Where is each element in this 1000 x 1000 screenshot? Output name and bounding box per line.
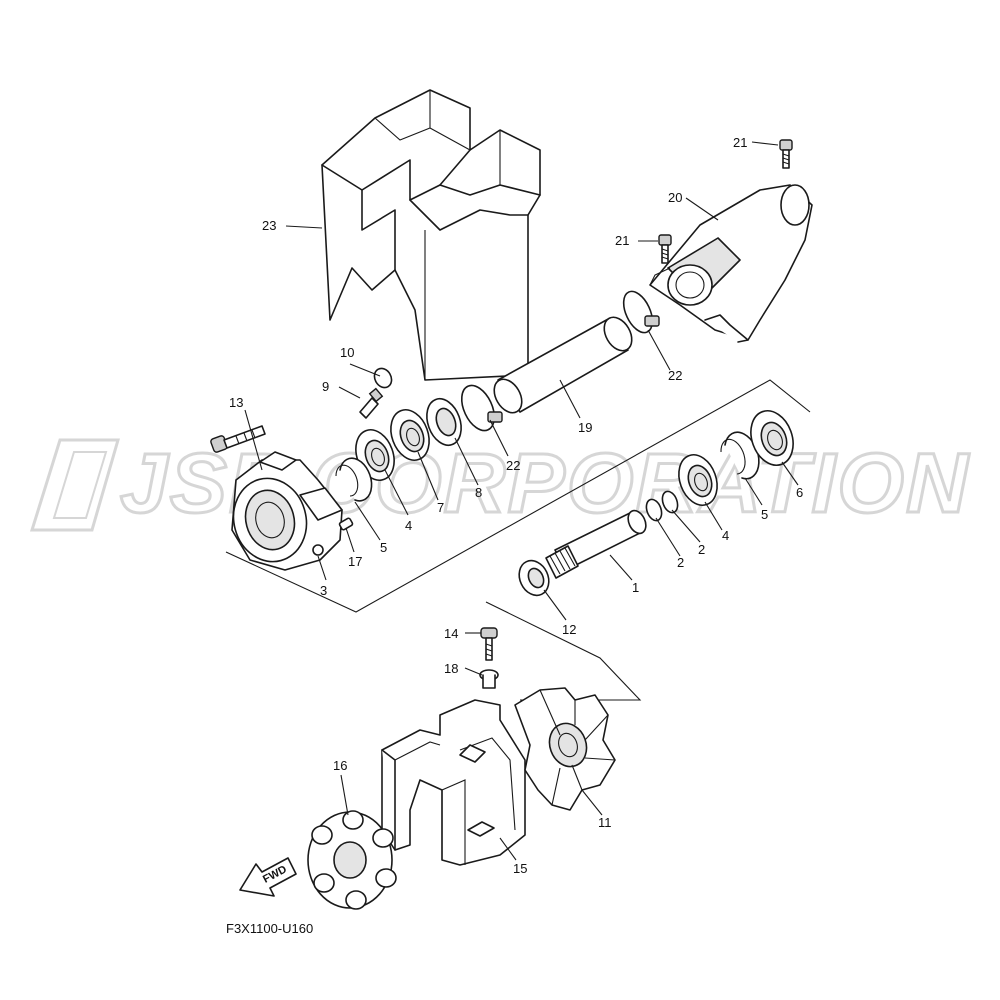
part-22-clamp-lower <box>460 384 503 432</box>
callout-15: 15 <box>513 861 527 876</box>
callout-6: 6 <box>796 485 803 500</box>
part-18-collar <box>479 669 499 689</box>
part-23-cover <box>321 89 541 381</box>
part-12-collar <box>518 559 550 597</box>
diagram-code: F3X1100-U160 <box>226 921 313 936</box>
callout-14: 14 <box>444 626 458 641</box>
callout-22-lower: 22 <box>506 458 520 473</box>
callout-labels: 23 20 21 21 22 22 19 10 9 13 8 7 4 5 17 … <box>229 135 803 876</box>
callout-21-upper: 21 <box>733 135 747 150</box>
part-5-circlip-left <box>335 457 373 502</box>
part-1-shaft <box>545 509 647 579</box>
callout-1: 1 <box>632 580 639 595</box>
callout-21-lower: 21 <box>615 233 629 248</box>
callout-3: 3 <box>320 583 327 598</box>
callout-11: 11 <box>598 815 612 830</box>
part-11-impeller <box>514 687 616 811</box>
leader-lines <box>244 141 799 861</box>
callout-10: 10 <box>340 345 354 360</box>
part-21-bolt-lower <box>658 234 672 264</box>
callout-13: 13 <box>229 395 243 410</box>
part-10-cap <box>373 367 393 389</box>
part-21-bolt-upper <box>779 139 793 169</box>
callout-12: 12 <box>562 622 576 637</box>
part-19-hose <box>493 316 633 414</box>
part-8-oil-seal <box>426 397 462 447</box>
part-6-bearing <box>750 410 794 466</box>
part-15-duct <box>381 699 526 866</box>
callout-8: 8 <box>475 485 482 500</box>
callout-18: 18 <box>444 661 458 676</box>
callout-7: 7 <box>437 500 444 515</box>
callout-2-b: 2 <box>698 542 705 557</box>
callout-4-right: 4 <box>722 528 729 543</box>
fwd-arrow-icon: FWD <box>239 857 297 897</box>
part-3-housing <box>231 451 343 571</box>
callout-23: 23 <box>262 218 276 233</box>
part-16-coupler <box>307 810 397 910</box>
callout-9: 9 <box>322 379 329 394</box>
callout-5-left: 5 <box>380 540 387 555</box>
callout-2-a: 2 <box>677 555 684 570</box>
callout-17: 17 <box>348 554 362 569</box>
part-14-bolt <box>480 627 498 661</box>
assembly-frame-upper <box>225 379 811 613</box>
callout-22-upper: 22 <box>668 368 682 383</box>
part-7-bearing <box>390 409 430 461</box>
watermark: JSP CORPORATION <box>29 435 970 532</box>
callout-20: 20 <box>668 190 682 205</box>
callout-19: 19 <box>578 420 592 435</box>
callout-5-right: 5 <box>761 507 768 522</box>
part-9-grease-nipple <box>359 387 384 419</box>
part-13-bolt <box>210 425 266 453</box>
part-4-bearing-right <box>678 454 718 506</box>
part-17-pin <box>338 517 354 531</box>
callout-4-left: 4 <box>405 518 412 533</box>
callout-16: 16 <box>333 758 347 773</box>
part-20-nozzle-cover <box>649 184 813 343</box>
part-22-clamp-upper <box>622 290 660 334</box>
